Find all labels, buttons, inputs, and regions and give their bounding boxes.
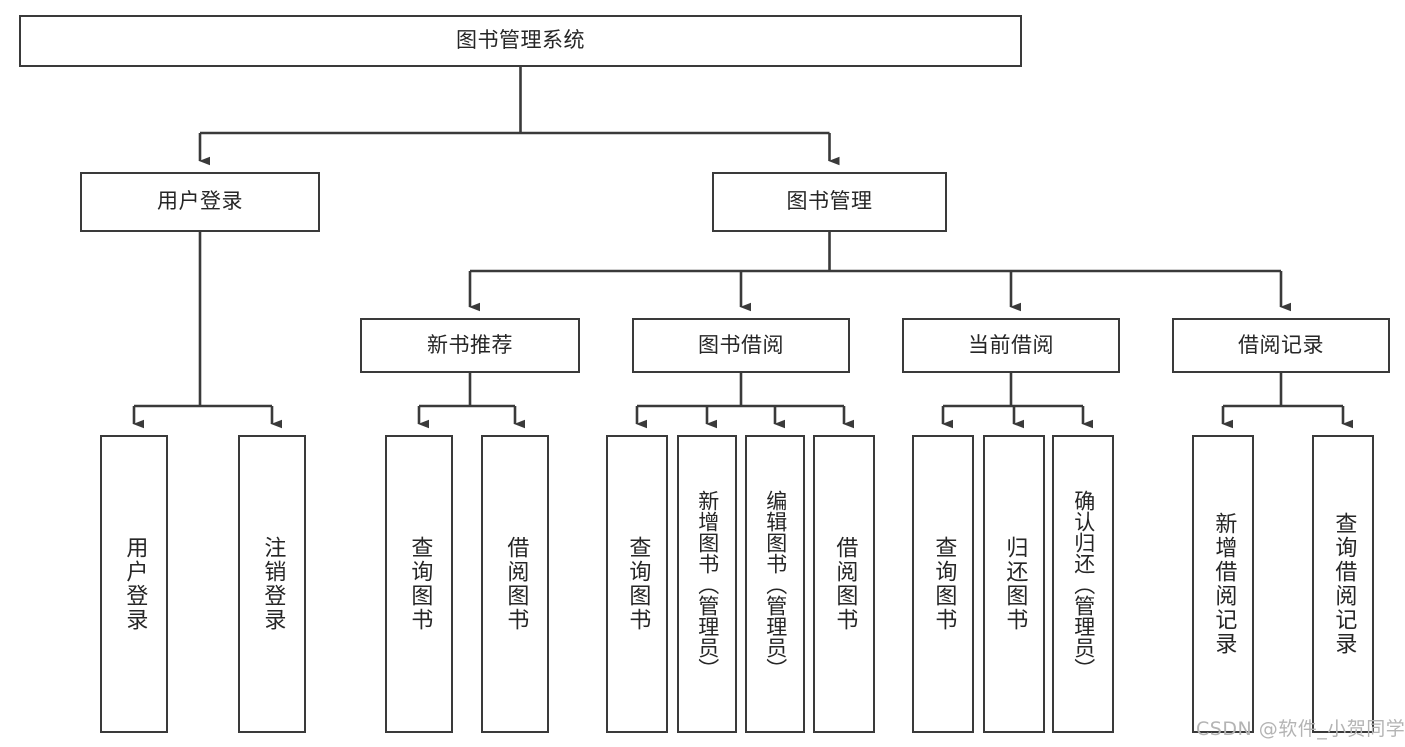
node-label: 查询图书 xyxy=(407,536,433,632)
leaf-query-book-3[interactable]: 查询图书 xyxy=(912,435,974,733)
node-label: 新增图书（管理员） xyxy=(695,489,720,679)
leaf-add-book-admin[interactable]: 新增图书（管理员） xyxy=(677,435,737,733)
node-label: 查询图书 xyxy=(625,536,651,632)
leaf-return-book[interactable]: 归还图书 xyxy=(983,435,1045,733)
leaf-user-login[interactable]: 用户登录 xyxy=(100,435,168,733)
node-label: 用户登录 xyxy=(157,189,243,214)
node-user-login[interactable]: 用户登录 xyxy=(80,172,320,232)
node-book-manage[interactable]: 图书管理 xyxy=(712,172,947,232)
node-label: 编辑图书（管理员） xyxy=(763,489,788,679)
node-label: 确认归还（管理员） xyxy=(1071,489,1096,679)
node-label: 当前借阅 xyxy=(968,332,1054,357)
csdn-watermark: CSDN @软件_小贺同学 xyxy=(1196,718,1405,740)
node-label: 图书管理系统 xyxy=(456,28,585,53)
node-label: 借阅图书 xyxy=(832,536,858,632)
leaf-edit-book-admin[interactable]: 编辑图书（管理员） xyxy=(745,435,805,733)
leaf-query-book-1[interactable]: 查询图书 xyxy=(385,435,453,733)
node-label: 注销登录 xyxy=(260,536,286,632)
node-label: 图书借阅 xyxy=(698,332,784,357)
node-current-borrow[interactable]: 当前借阅 xyxy=(902,318,1120,373)
leaf-borrow-book-2[interactable]: 借阅图书 xyxy=(813,435,875,733)
node-label: 查询借阅记录 xyxy=(1331,512,1357,656)
node-label: 查询图书 xyxy=(931,536,957,632)
node-book-borrow[interactable]: 图书借阅 xyxy=(632,318,850,373)
leaf-add-borrow-record[interactable]: 新增借阅记录 xyxy=(1192,435,1254,733)
node-label: 借阅记录 xyxy=(1238,332,1324,357)
leaf-logout[interactable]: 注销登录 xyxy=(238,435,306,733)
leaf-query-borrow-record[interactable]: 查询借阅记录 xyxy=(1312,435,1374,733)
leaf-confirm-return-admin[interactable]: 确认归还（管理员） xyxy=(1052,435,1114,733)
node-label: 图书管理 xyxy=(786,189,873,214)
node-label: 新增借阅记录 xyxy=(1211,512,1237,656)
node-label: 归还图书 xyxy=(1002,536,1028,632)
node-label: 用户登录 xyxy=(122,536,148,632)
node-label: 借阅图书 xyxy=(503,536,529,632)
node-borrow-record[interactable]: 借阅记录 xyxy=(1172,318,1390,373)
node-label: 新书推荐 xyxy=(427,332,513,357)
node-new-book-recommend[interactable]: 新书推荐 xyxy=(360,318,580,373)
node-root-system[interactable]: 图书管理系统 xyxy=(19,15,1022,67)
leaf-borrow-book-1[interactable]: 借阅图书 xyxy=(481,435,549,733)
leaf-query-book-2[interactable]: 查询图书 xyxy=(606,435,668,733)
